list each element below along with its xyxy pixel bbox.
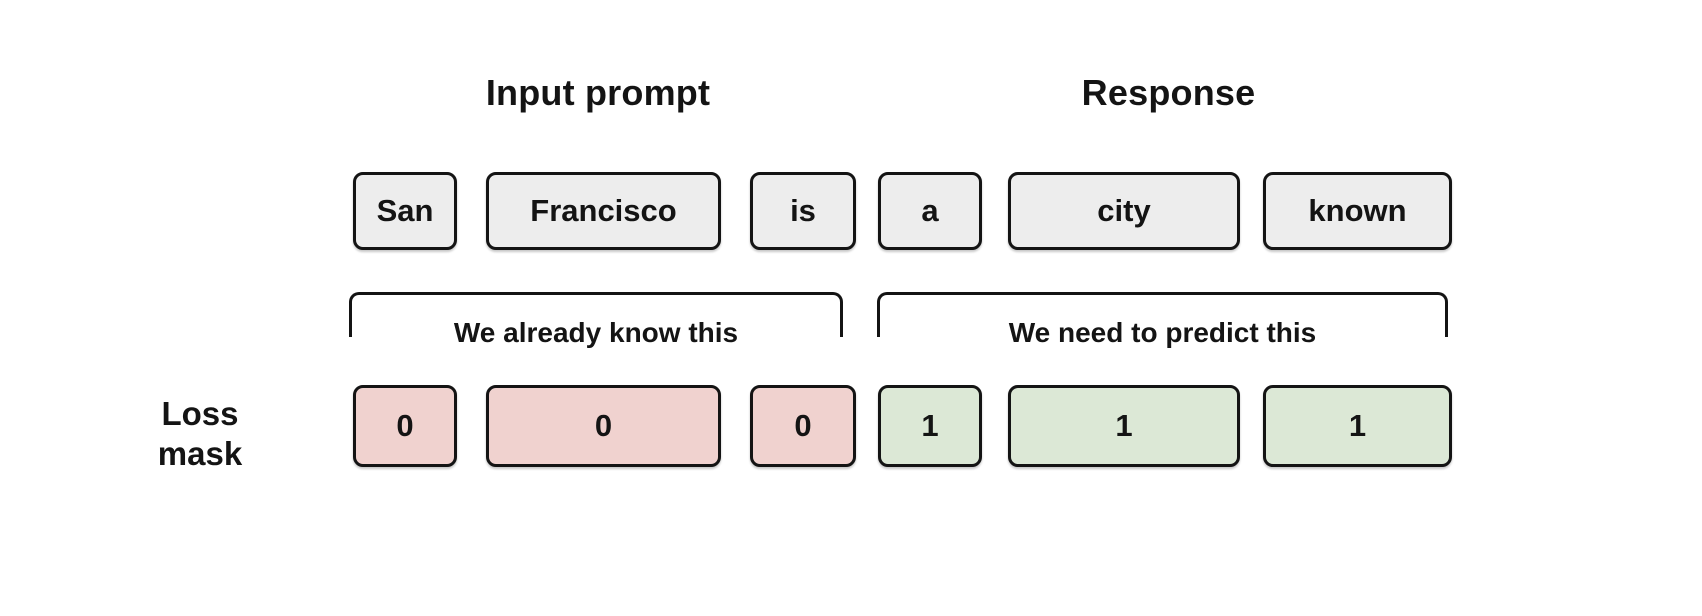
mask-value-box: 0 [750, 385, 856, 467]
mask-value-box: 0 [353, 385, 457, 467]
mask-value-box: 0 [486, 385, 721, 467]
loss-mask-row-label: Loss mask [95, 394, 305, 474]
token-box-a: a [878, 172, 982, 250]
loss-mask-row-label-line2: mask [157, 435, 243, 472]
token-box-known: known [1263, 172, 1452, 250]
response-heading: Response [1081, 72, 1256, 113]
response-brace [877, 292, 1448, 337]
mask-value-box: 1 [1008, 385, 1240, 467]
input-prompt-heading: Input prompt [485, 72, 711, 113]
loss-mask-row-label-line1: Loss [161, 395, 239, 432]
mask-value-box: 1 [1263, 385, 1452, 467]
token-box-san: San [353, 172, 457, 250]
input-prompt-brace [349, 292, 843, 337]
response-brace-label: We need to predict this [1008, 317, 1317, 348]
token-box-is: is [750, 172, 856, 250]
token-box-francisco: Francisco [486, 172, 721, 250]
input-brace-label: We already know this [453, 317, 739, 348]
token-box-city: city [1008, 172, 1240, 250]
mask-value-box: 1 [878, 385, 982, 467]
